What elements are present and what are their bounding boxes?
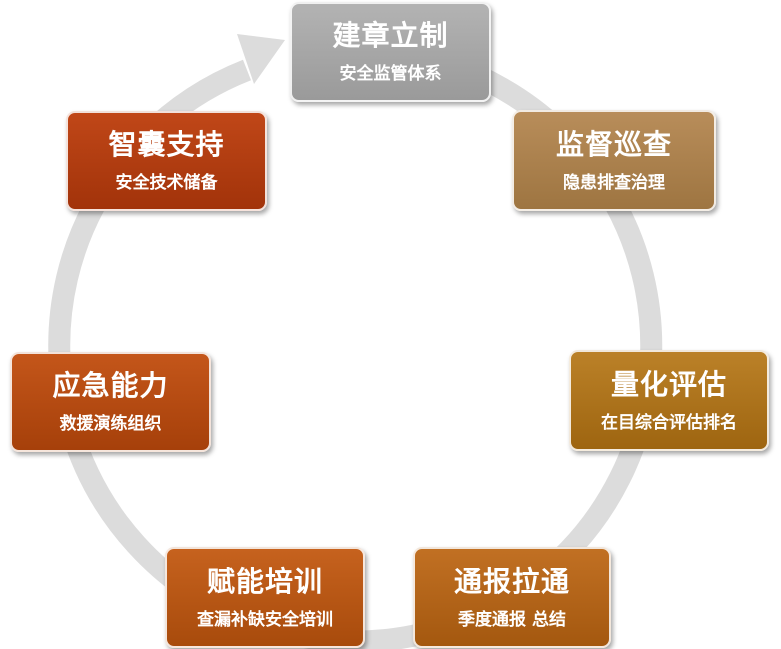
- node-box-think-tank-support: 智囊支持 安全技术储备: [66, 111, 267, 211]
- cycle-arrowhead: [237, 34, 285, 84]
- node-subtitle: 安全监管体系: [339, 64, 442, 84]
- node-title: 智囊支持: [108, 128, 225, 161]
- node-box-quantitative-evaluation: 量化评估 在目综合评估排名: [569, 350, 769, 451]
- node-title: 赋能培训: [206, 564, 323, 598]
- node-title: 应急能力: [52, 369, 169, 402]
- node-box-supervision-inspection: 监督巡查 隐患排查治理: [512, 110, 716, 211]
- node-subtitle: 安全技术储备: [115, 173, 218, 193]
- node-box-emergency-capability: 应急能力 救援演练组织: [10, 352, 211, 452]
- node-subtitle: 在目综合评估排名: [601, 412, 737, 433]
- node-title: 建章立制: [332, 19, 449, 52]
- node-title: 监督巡查: [555, 127, 672, 161]
- node-title: 量化评估: [610, 367, 727, 401]
- node-subtitle: 隐患排查治理: [563, 172, 665, 193]
- node-title: 通报拉通: [453, 564, 570, 598]
- node-subtitle: 救援演练组织: [59, 414, 162, 434]
- node-box-notification: 通报拉通 季度通报 总结: [413, 547, 611, 648]
- node-box-establish-rules: 建章立制 安全监管体系: [290, 2, 491, 102]
- node-subtitle: 季度通报 总结: [458, 609, 566, 630]
- node-box-empowerment-training: 赋能培训 查漏补缺安全培训: [165, 547, 365, 648]
- node-subtitle: 查漏补缺安全培训: [197, 609, 333, 630]
